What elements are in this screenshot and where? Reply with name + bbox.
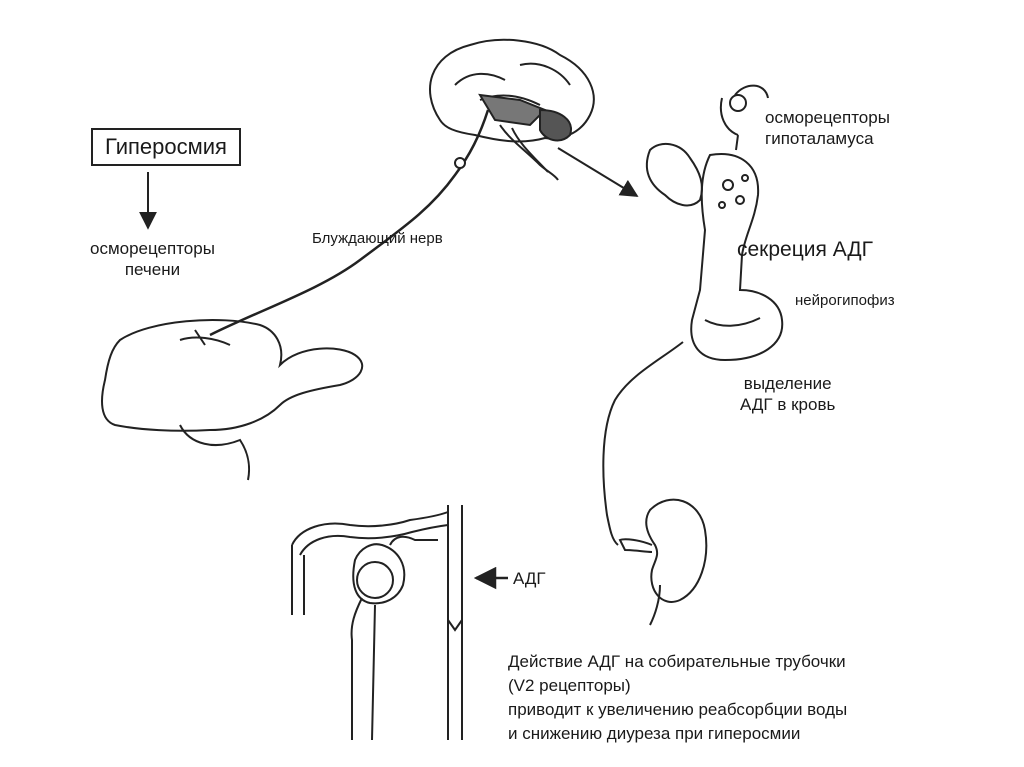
hyperosmia-label: Гиперосмия: [105, 134, 227, 159]
neurohypophysis-label: нейрогипофиз: [795, 292, 895, 309]
adh-label: АДГ: [513, 569, 546, 588]
brain-illustration: [429, 38, 595, 181]
vagus-nerve-label: Блуждающий нерв: [312, 230, 443, 247]
hyperosmia-box: Гиперосмия: [91, 128, 241, 166]
kidney-illustration: [618, 498, 708, 626]
pituitary-illustration: [645, 84, 784, 362]
adh-action-caption: Действие АДГ на собирательные трубочки (…: [508, 652, 848, 743]
liver-illustration: [101, 319, 364, 481]
adh-release-label: выделение АДГ в кровь: [740, 374, 836, 415]
liver-receptors-label: осморецепторы печени: [90, 239, 215, 280]
adh-secretion-label: секреция АДГ: [737, 238, 873, 261]
vagus-nerve-node: [454, 157, 466, 169]
nephron-illustration: [291, 505, 463, 741]
hypothalamus-receptors-label: осморецепторы гипоталамуса: [765, 108, 890, 149]
blood-pathway-line: [602, 341, 684, 546]
vagus-nerve-line: [209, 109, 490, 337]
brain-to-pituitary-arrow: [557, 147, 639, 197]
